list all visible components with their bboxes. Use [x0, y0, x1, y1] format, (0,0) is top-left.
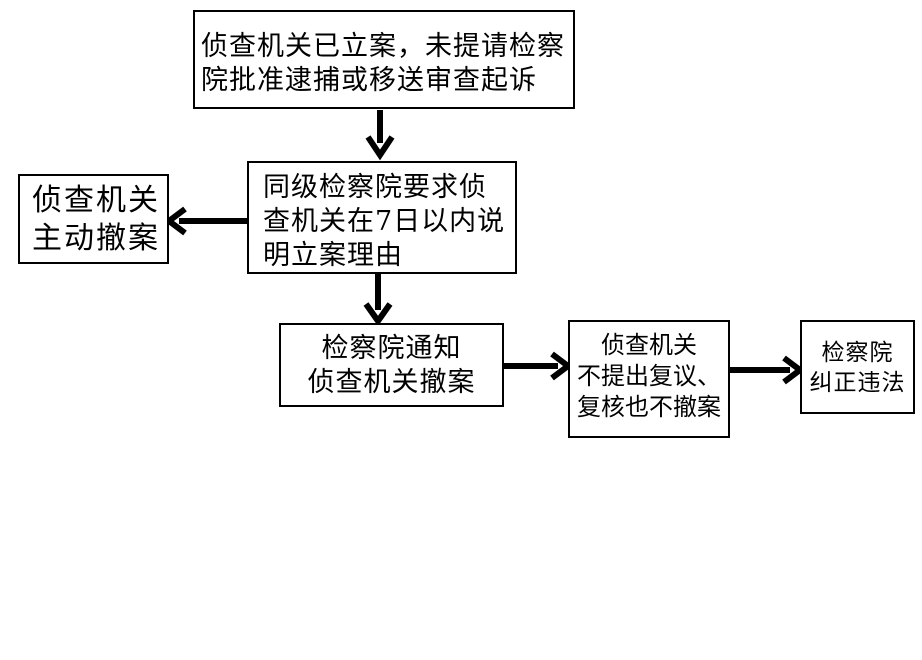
- node-start: 侦查机关已立案，未提请检察 院批准逮捕或移送审查起诉: [193, 10, 575, 109]
- arrowhead-start-to-require: [365, 135, 395, 161]
- node-require-explain: 同级检察院要求侦 查机关在7日以内说 明立案理由: [247, 161, 517, 274]
- arrowhead-require-to-self-withdraw: [164, 206, 187, 236]
- node-notify-withdraw: 检察院通知 侦查机关撤案: [279, 323, 504, 407]
- node-notify-withdraw-text: 检察院通知 侦查机关撤案: [307, 333, 476, 398]
- node-start-text: 侦查机关已立案，未提请检察 院批准逮捕或移送审查起诉: [201, 31, 565, 96]
- node-no-withdraw-text: 侦查机关 不提出复议、 复核也不撤案: [577, 331, 721, 421]
- arrowhead-require-to-notify: [363, 302, 393, 327]
- node-no-withdraw: 侦查机关 不提出复议、 复核也不撤案: [568, 320, 730, 438]
- node-self-withdraw: 侦查机关 主动撤案: [18, 174, 169, 264]
- node-correct-violation-text: 检察院 纠正违法: [809, 340, 906, 396]
- node-correct-violation: 检察院 纠正违法: [800, 320, 915, 414]
- node-require-explain-text: 同级检察院要求侦 查机关在7日以内说 明立案理由: [263, 172, 506, 271]
- node-self-withdraw-text: 侦查机关 主动撤案: [32, 183, 160, 256]
